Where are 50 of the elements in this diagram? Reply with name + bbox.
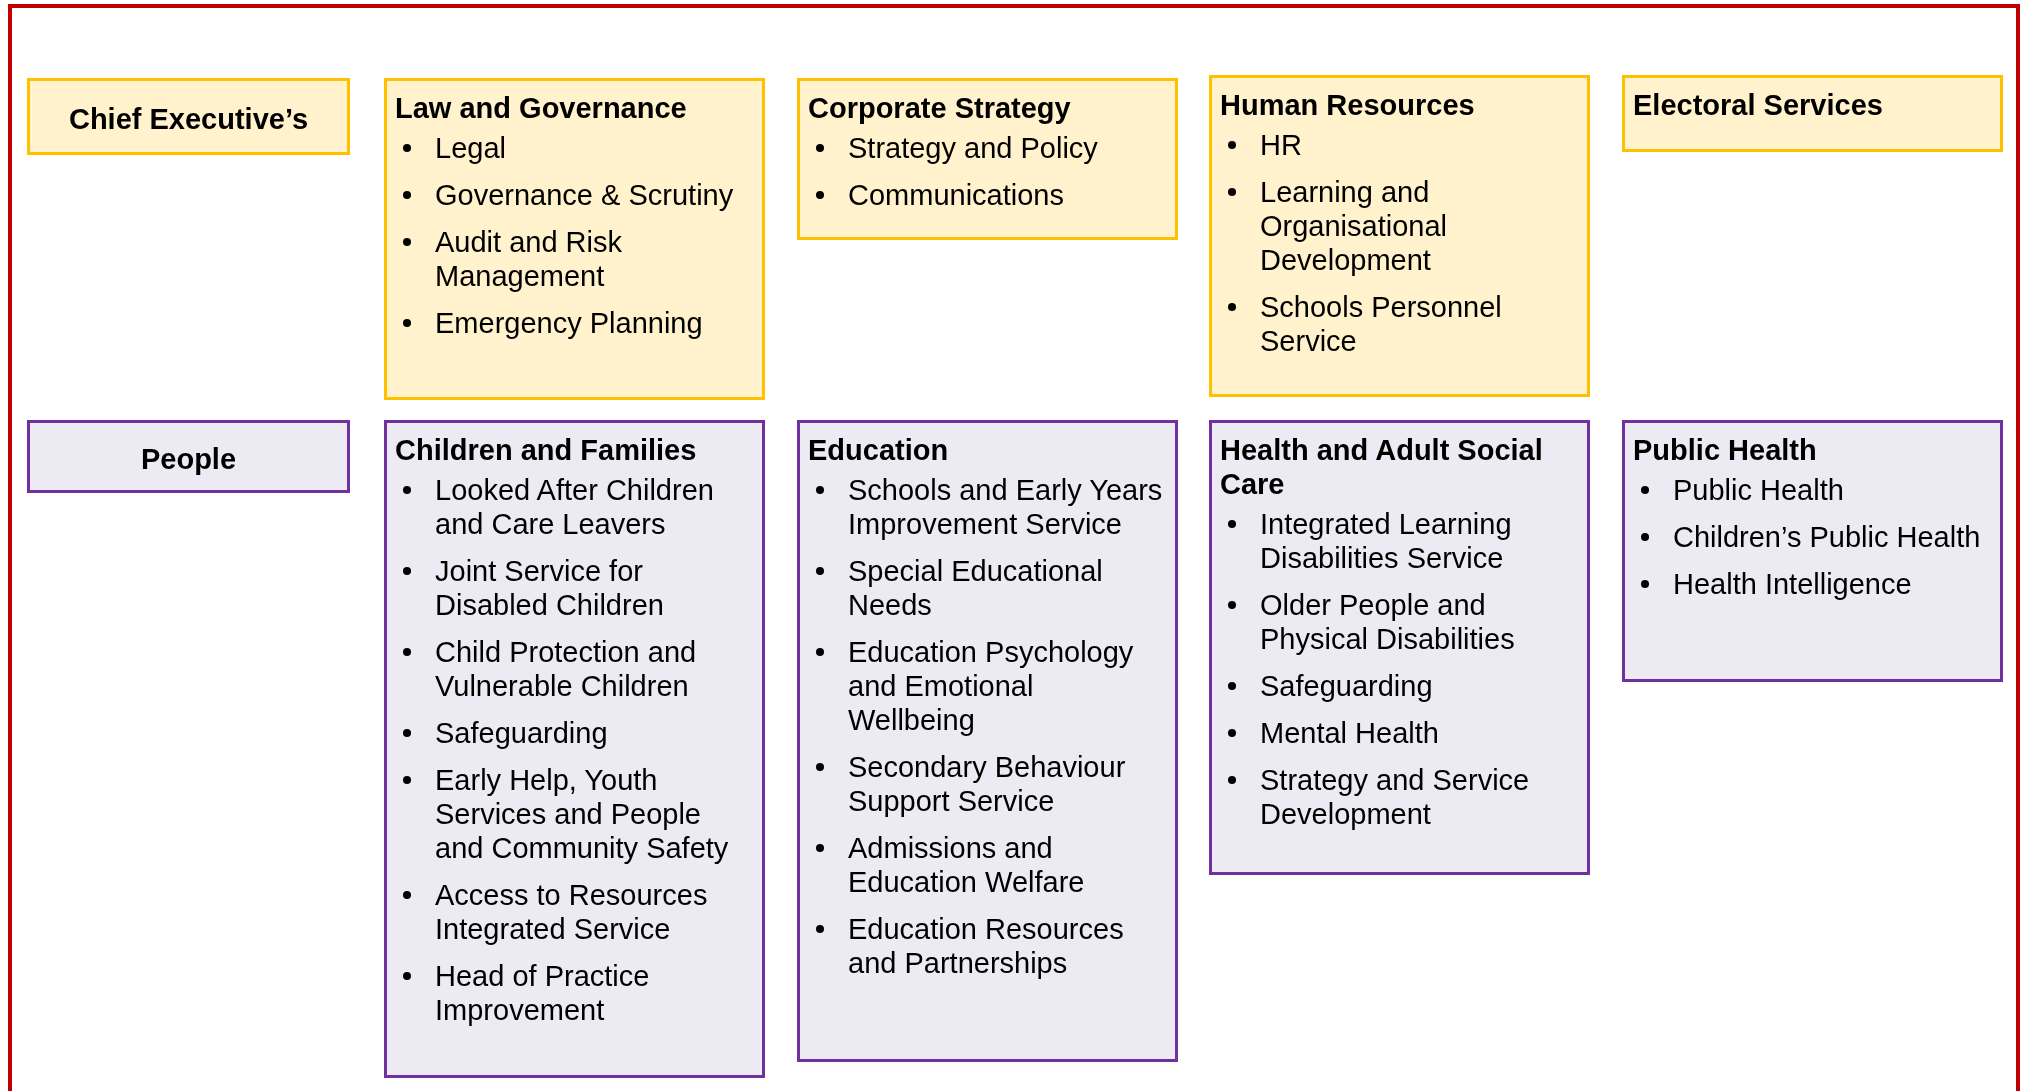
bullet-item: Older People and Physical Disabilities — [1220, 588, 1579, 656]
bullet-item: Strategy and Service Development — [1220, 763, 1579, 831]
box-heading: Law and Governance — [395, 91, 688, 125]
bullet-item: Strategy and Policy — [808, 131, 1167, 165]
bullet-item: Schools and Early Years Improvement Service — [808, 473, 1167, 541]
bullet-item: Learning and Organisational Development — [1220, 175, 1579, 277]
department-box — [384, 420, 765, 1078]
department-box — [1622, 420, 2003, 682]
bullet-item: Access to Resources Integrated Service — [395, 878, 754, 946]
department-box — [1622, 75, 2003, 152]
bullet-item: Looked After Children and Care Leavers — [395, 473, 754, 541]
bullet-item: Education Resources and Partnerships — [808, 912, 1167, 980]
bullet-item: Safeguarding — [1220, 669, 1579, 703]
department-box — [27, 78, 350, 155]
department-box — [797, 420, 1178, 1062]
box-heading: Health and Adult Social Care — [1220, 433, 1544, 501]
bullet-item: Joint Service for Disabled Children — [395, 554, 754, 622]
department-box — [1209, 420, 1590, 875]
box-heading: Corporate Strategy — [808, 91, 1072, 125]
bullet-item: HR — [1220, 128, 1579, 162]
department-box — [1209, 75, 1590, 397]
box-heading: People — [140, 441, 237, 476]
bullet-item: Admissions and Education Welfare — [808, 831, 1167, 899]
bullet-item: Special Educational Needs — [808, 554, 1167, 622]
bullet-item: Safeguarding — [395, 716, 754, 750]
bullet-item: Integrated Learning Disabilities Service — [1220, 507, 1579, 575]
bullet-item: Communications — [808, 178, 1167, 212]
bullet-item: Schools Personnel Service — [1220, 290, 1579, 358]
bullet-item: Head of Practice Improvement — [395, 959, 754, 1027]
bullet-item: Child Protection and Vulnerable Children — [395, 635, 754, 703]
box-heading: Electoral Services — [1633, 88, 1884, 122]
box-heading: Education — [808, 433, 950, 467]
bullet-item: Legal — [395, 131, 754, 165]
box-heading: Public Health — [1633, 433, 1818, 467]
bullet-item: Secondary Behaviour Support Service — [808, 750, 1167, 818]
bullet-item: Education Psychology and Emotional Wellbeing — [808, 635, 1167, 737]
bullet-item: Early Help, Youth Services and People and Community Safety — [395, 763, 754, 865]
bullet-item: Audit and Risk Management — [395, 225, 754, 293]
box-heading: Chief Executive’s — [68, 101, 309, 136]
bullet-item: Children’s Public Health — [1633, 520, 1992, 554]
department-box — [797, 78, 1178, 240]
bullet-item: Public Health — [1633, 473, 1992, 507]
box-heading: Children and Families — [395, 433, 698, 467]
department-box — [384, 78, 765, 400]
bullet-item: Health Intelligence — [1633, 567, 1992, 601]
box-heading: Human Resources — [1220, 88, 1476, 122]
bullet-item: Governance & Scrutiny — [395, 178, 754, 212]
department-box — [27, 420, 350, 493]
bullet-item: Mental Health — [1220, 716, 1579, 750]
bullet-item: Emergency Planning — [395, 306, 754, 340]
